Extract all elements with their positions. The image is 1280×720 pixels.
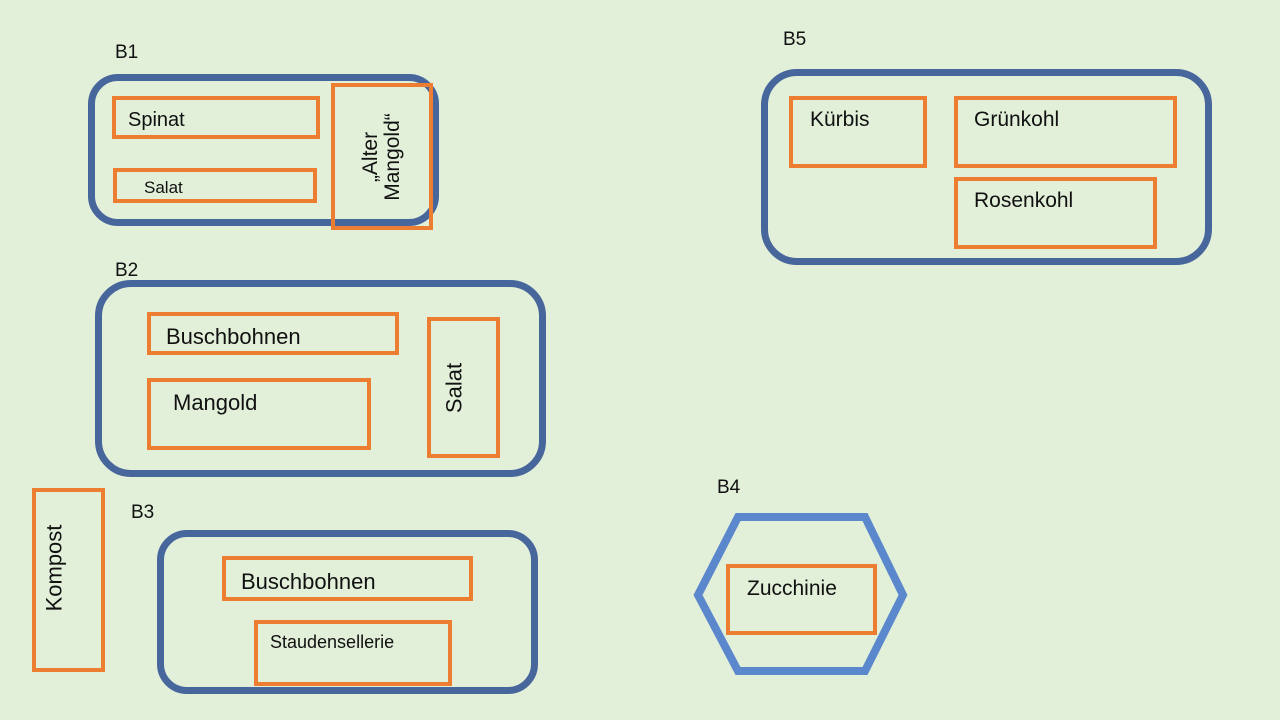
plot-buschbohnen-b3: Buschbohnen [222,556,473,601]
bed-b1 [88,74,439,226]
kompost: Kompost [32,488,105,672]
plot-label: Spinat [128,109,185,131]
plot-label: Zucchinie [747,577,837,600]
plot-label: Grünkohl [974,108,1060,131]
plot-label: Salat [144,178,183,197]
plot-label: Buschbohnen [241,569,376,594]
bed-b3-label: B3 [131,502,155,523]
bed-b2 [95,280,546,477]
bed-b5-label: B5 [783,29,807,50]
bed-b1-label: B1 [115,42,139,63]
plot-label: Staudensellerie [270,632,395,652]
plot-salat-b1: Salat [113,168,317,203]
plot-spinat: Spinat [112,96,320,139]
plot-kuerbis: Kürbis [789,96,927,168]
plot-staudensellerie: Staudensellerie [254,620,452,686]
bed-b4-label: B4 [717,477,741,498]
plot-label: Kürbis [810,108,870,131]
plot-label: Mangold [173,390,258,415]
bed-b2-label: B2 [115,260,139,281]
plot-salat-b2: Salat [427,317,500,458]
plot-gruenkohl: Grünkohl [954,96,1177,168]
plot-buschbohnen-b2: Buschbohnen [147,312,399,355]
plot-alter-mangold: „Alter Mangold“ [331,83,433,230]
plot-zucchinie: Zucchinie [726,564,877,635]
plot-mangold: Mangold [147,378,371,450]
plot-rosenkohl: Rosenkohl [954,177,1157,249]
bed-b3 [157,530,538,694]
bed-b5 [761,69,1212,265]
plot-label: Rosenkohl [974,189,1074,212]
plot-label: Buschbohnen [166,324,301,349]
